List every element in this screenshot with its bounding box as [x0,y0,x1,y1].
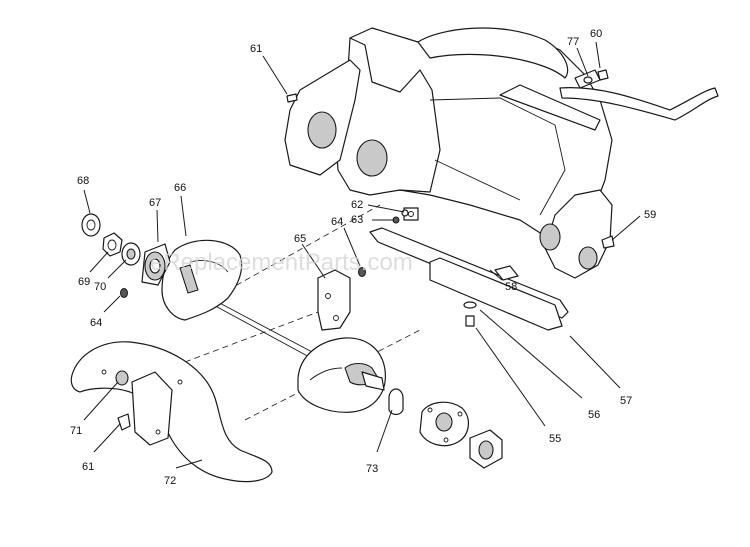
leader-lines [83,41,641,469]
callout-57: 57 [620,395,632,407]
bushing [388,388,404,416]
callout-64-upper: 64 [331,216,343,228]
bearing-flange [141,243,171,286]
bolt-59 [601,235,615,249]
callout-65: 65 [294,233,306,245]
bearing-block [469,429,503,469]
scraper-bar [369,227,569,331]
small-nut-upper [358,267,366,277]
watermark: eReplacementParts.com [150,249,413,276]
callout-73: 73 [366,463,378,475]
callout-68: 68 [77,175,89,187]
callout-64-lower: 64 [90,317,102,329]
bolt-55 [465,315,475,327]
flange-plate [419,401,469,447]
callout-labels: 61 77 60 68 66 67 62 63 64 65 59 69 70 5… [70,28,656,487]
auger-blade-lower [70,341,273,483]
bolt-60 [597,69,609,81]
callout-71: 71 [70,425,82,437]
auger-housing [284,27,613,279]
callout-69: 69 [78,276,90,288]
nut [102,232,123,257]
callout-63: 63 [351,214,363,226]
callout-61-top: 61 [250,43,262,55]
small-nut-left [120,288,128,298]
washer [81,213,101,237]
bolt-61-upper [286,93,298,103]
carriage-bolt-lower [117,413,131,431]
callout-67: 67 [149,197,161,209]
washer-77 [583,76,593,84]
callout-61-bottom: 61 [82,461,94,473]
auger-blade-left [161,239,243,321]
callout-58: 58 [505,281,517,293]
callout-56: 56 [588,409,600,421]
callout-77: 77 [567,36,579,48]
callout-66: 66 [174,182,186,194]
auger-bracket [317,269,351,331]
callout-59: 59 [644,209,656,221]
callout-70: 70 [94,281,106,293]
callout-72: 72 [164,475,176,487]
bearing [121,242,141,266]
auger-blade-right [297,337,386,413]
callout-55: 55 [549,433,561,445]
washer-56 [463,301,477,309]
callout-60: 60 [590,28,602,40]
callout-62: 62 [351,199,363,211]
bolt-62-63 [392,209,409,224]
